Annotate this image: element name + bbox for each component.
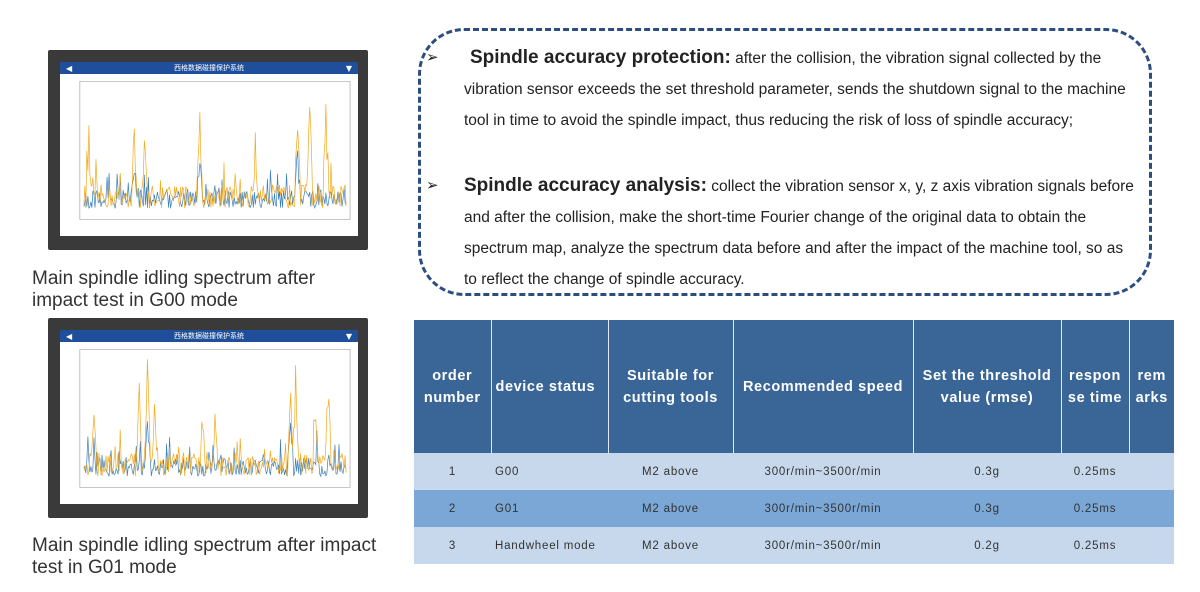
- cell-response: 0.25ms: [1061, 453, 1129, 490]
- monitor-g01: ◀ 西格数据碰撞保护系统 ▼: [48, 318, 368, 518]
- plot-frame: [79, 349, 351, 488]
- bullet-heading: Spindle accuracy protection:: [470, 47, 731, 68]
- app-title: 西格数据碰撞保护系统: [174, 64, 244, 72]
- back-arrow-icon[interactable]: ◀: [66, 63, 73, 73]
- bullet-body: collect the vibration sensor x, y, z axi…: [464, 178, 1134, 288]
- cell-tools: M2 above: [608, 527, 733, 564]
- spectrum-plot-svg: [79, 349, 351, 488]
- col-remarks: rem arks: [1129, 320, 1174, 453]
- cell-status: G00: [491, 453, 608, 490]
- description-box: [418, 28, 1152, 296]
- spectrum-plot: [60, 74, 358, 236]
- table-header-row: order number device status Suitable for …: [414, 320, 1174, 453]
- cell-speed: 300r/min~3500r/min: [733, 453, 913, 490]
- col-order-number: order number: [414, 320, 492, 453]
- cell-threshold: 0.3g: [913, 453, 1061, 490]
- monitor-g00: ◀ 西格数据碰撞保护系统 ▼: [48, 50, 368, 250]
- app-titlebar: ◀ 西格数据碰撞保护系统 ▼: [60, 62, 358, 74]
- threshold-table: order number device status Suitable for …: [414, 320, 1174, 564]
- monitor-screen: ◀ 西格数据碰撞保护系统 ▼: [60, 62, 358, 236]
- app-title: 西格数据碰撞保护系统: [174, 332, 244, 340]
- table-row: 2 G01 M2 above 300r/min~3500r/min 0.3g 0…: [414, 490, 1174, 527]
- col-response-time: respon se time: [1061, 320, 1130, 453]
- cell-order: 2: [414, 490, 491, 527]
- col-cutting-tools: Suitable for cutting tools: [608, 320, 734, 453]
- monitor-caption-g01: Main spindle idling spectrum after impac…: [32, 535, 377, 578]
- series-orange-trace: [83, 359, 347, 477]
- arrow-bullet-icon: ➢: [426, 177, 439, 194]
- monitor-screen: ◀ 西格数据碰撞保护系统 ▼: [60, 330, 358, 504]
- cell-threshold: 0.2g: [913, 527, 1061, 564]
- dropdown-arrow-icon[interactable]: ▼: [345, 63, 352, 73]
- cell-tools: M2 above: [608, 490, 733, 527]
- col-recommended-speed: Recommended speed: [733, 320, 914, 453]
- bullet-body: after the collision, the vibration signa…: [464, 50, 1126, 129]
- bullet-accuracy-analysis: ➢ Spindle accuracy analysis: collect the…: [426, 170, 1140, 295]
- cell-status: Handwheel mode: [491, 527, 608, 564]
- bullet-heading: Spindle accuracy analysis:: [464, 175, 707, 196]
- plot-frame: [79, 81, 351, 220]
- series-orange-trace: [83, 103, 347, 209]
- app-titlebar: ◀ 西格数据碰撞保护系统 ▼: [60, 330, 358, 342]
- cell-remarks: [1129, 453, 1174, 490]
- monitor-caption-g00: Main spindle idling spectrum after impac…: [32, 268, 316, 311]
- cell-order: 1: [414, 453, 491, 490]
- cell-threshold: 0.3g: [913, 490, 1061, 527]
- cell-remarks: [1129, 527, 1174, 564]
- series-blue-trace: [83, 421, 347, 478]
- cell-response: 0.25ms: [1061, 527, 1129, 564]
- table-row: 3 Handwheel mode M2 above 300r/min~3500r…: [414, 527, 1174, 564]
- bullet-accuracy-protection: ➢ Spindle accuracy protection: after the…: [426, 42, 1140, 136]
- table-row: 1 G00 M2 above 300r/min~3500r/min 0.3g 0…: [414, 453, 1174, 490]
- arrow-bullet-icon: ➢: [426, 49, 439, 66]
- cell-remarks: [1129, 490, 1174, 527]
- col-device-status: device status: [491, 320, 609, 453]
- col-threshold-value: Set the threshold value (rmse): [913, 320, 1062, 453]
- cell-speed: 300r/min~3500r/min: [733, 490, 913, 527]
- spectrum-plot: [60, 342, 358, 504]
- cell-speed: 300r/min~3500r/min: [733, 527, 913, 564]
- series-blue-trace: [83, 150, 347, 209]
- cell-status: G01: [491, 490, 608, 527]
- cell-response: 0.25ms: [1061, 490, 1129, 527]
- dropdown-arrow-icon[interactable]: ▼: [345, 331, 352, 341]
- back-arrow-icon[interactable]: ◀: [66, 331, 73, 341]
- cell-order: 3: [414, 527, 491, 564]
- spectrum-plot-svg: [79, 81, 351, 220]
- cell-tools: M2 above: [608, 453, 733, 490]
